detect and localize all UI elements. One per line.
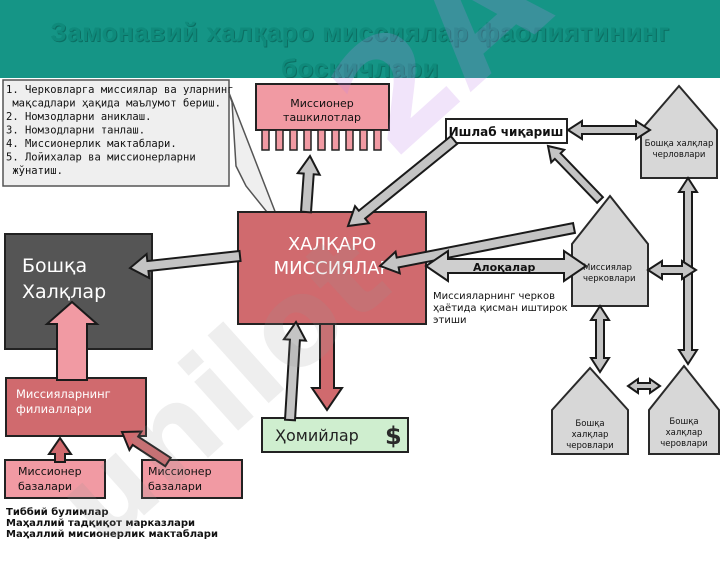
house-other-br <box>648 364 720 455</box>
arrow-mission-bl <box>589 304 611 374</box>
house-other-br-shape <box>648 364 720 455</box>
house-other-top-shape <box>640 84 718 179</box>
arrow-sponsors-central <box>282 320 308 422</box>
org-pillar <box>317 129 326 151</box>
house-other-bl-shape <box>551 366 629 455</box>
sponsors-box <box>261 417 409 453</box>
arrow-base2-branches <box>120 430 173 468</box>
org-pillar <box>373 129 382 151</box>
arrow-mission-central <box>378 221 577 275</box>
house-mission <box>571 194 649 307</box>
arrow-branches-others <box>44 300 100 381</box>
arrow-central-org <box>295 154 322 214</box>
dollar-icon: $ <box>385 422 402 450</box>
diagram-canvas: 1. Черковларга миссиялар ва уларнинг мақ… <box>2 79 720 540</box>
production-label: Ишлаб чиқариш <box>449 125 564 139</box>
title-bar: Замонавий халқаро миссиялар фаолиятининг… <box>0 0 720 78</box>
sponsors-label: Ҳомийлар <box>275 426 359 445</box>
page-title: Замонавий халқаро миссиялар фаолиятининг… <box>50 17 670 78</box>
arrow-base1-branches <box>47 436 73 463</box>
arrow-central-others <box>128 249 242 280</box>
house-other-bl <box>551 366 629 455</box>
org-pillar <box>261 129 270 151</box>
org-pillar <box>345 129 354 151</box>
callout-pointer <box>223 79 284 233</box>
arrow-relations <box>424 249 588 283</box>
org-box <box>255 83 390 131</box>
org-pillar <box>275 129 284 151</box>
base-box-2 <box>141 459 243 499</box>
arrow-production-house <box>566 119 652 141</box>
arrow-central-sponsors <box>310 323 344 412</box>
org-pillar <box>289 129 298 151</box>
org-pillar <box>359 129 368 151</box>
arrow-mission-production <box>546 144 605 205</box>
house-mission-shape <box>571 194 649 307</box>
callout-text: 1. Черковларга миссиялар ва уларнинг мақ… <box>6 84 234 177</box>
production-box <box>445 118 568 144</box>
arrow-bl-br <box>626 377 662 395</box>
org-pillar <box>303 129 312 151</box>
arrow-production-central <box>346 134 459 228</box>
arrow-mission-right <box>646 259 698 281</box>
callout-box <box>2 79 230 187</box>
relations-label: Алоқалар <box>473 261 535 274</box>
house-other-top <box>640 84 718 179</box>
org-pillar <box>331 129 340 151</box>
